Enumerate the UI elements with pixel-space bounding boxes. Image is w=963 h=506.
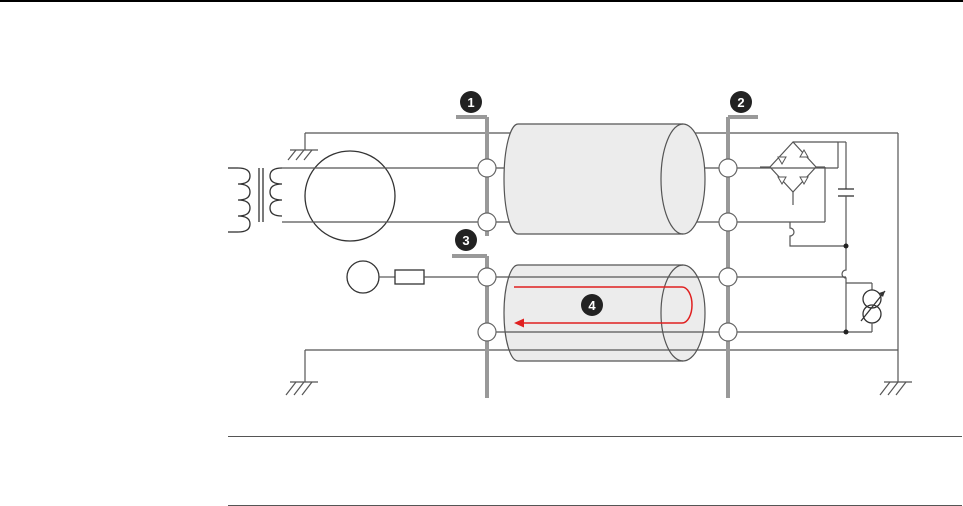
terminal [478, 213, 496, 231]
bridge-rectifier-icon [760, 142, 838, 222]
transformer-icon [228, 168, 282, 232]
caption-rule-top [228, 436, 962, 437]
crossing-wire [790, 222, 846, 246]
capacitor-icon [838, 142, 854, 246]
marker-1-label: 1 [467, 95, 474, 110]
terminal [719, 268, 737, 286]
ground-icon [286, 382, 318, 395]
marker-1: 1 [460, 91, 482, 113]
source-icon [347, 261, 379, 293]
marker-4-label: 4 [588, 298, 596, 313]
marker-4: 4 [581, 294, 603, 316]
terminal [719, 159, 737, 177]
bottom-cable [504, 265, 705, 361]
junction-dot [844, 244, 849, 249]
terminal [719, 213, 737, 231]
junction-dot [844, 330, 849, 335]
marker-3-label: 3 [462, 233, 469, 248]
marker-3: 3 [455, 229, 477, 251]
motor-icon [305, 151, 395, 241]
marker-2: 2 [730, 91, 752, 113]
terminal [478, 268, 496, 286]
top-cable [504, 124, 705, 234]
ground-icon [880, 382, 912, 395]
marker-2-label: 2 [737, 95, 744, 110]
ground-icon [288, 150, 318, 160]
bar-2 [728, 117, 758, 398]
resistor-icon [395, 270, 424, 284]
variable-transformer-icon [846, 283, 885, 332]
terminal [478, 159, 496, 177]
terminal [478, 323, 496, 341]
terminal [719, 323, 737, 341]
